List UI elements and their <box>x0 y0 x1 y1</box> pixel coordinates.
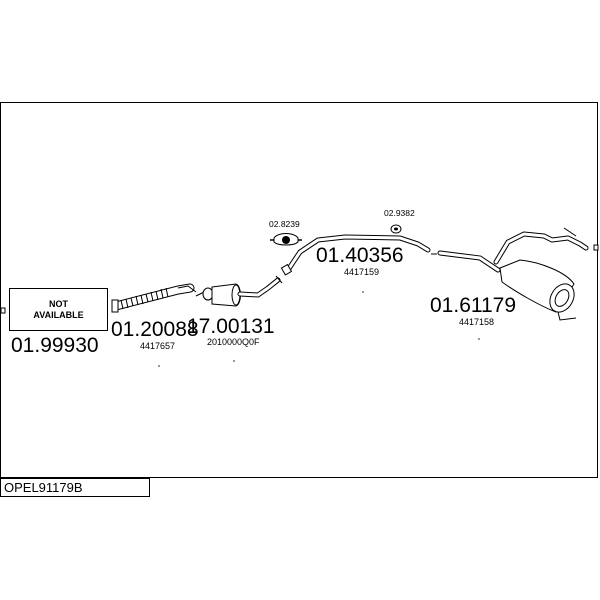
oem-number-rear-silencer: 4417158 <box>459 317 495 327</box>
rubber-mount-drawing[interactable] <box>390 224 402 234</box>
not-available-box: NOT AVAILABLE <box>9 288 108 331</box>
oem-number-catalyst: 2010000Q0F <box>207 337 260 347</box>
center-pipe-drawing[interactable] <box>280 234 431 276</box>
not-available-line2: AVAILABLE <box>33 309 84 320</box>
part-number-not-available[interactable]: 01.99930 <box>11 334 99 357</box>
part-number-catalyst[interactable]: 17.00131 <box>187 315 275 338</box>
diagram-code: OPEL91179B <box>4 480 83 495</box>
oem-number-flexpipe: 4417657 <box>140 341 176 351</box>
clamp-drawing[interactable] <box>270 233 302 246</box>
catalyst-drawing[interactable] <box>195 275 283 307</box>
rear-silencer-drawing[interactable] <box>431 227 589 321</box>
not-available-line1: NOT <box>49 298 68 309</box>
part-number-rubber-mount[interactable]: 02.9382 <box>384 208 415 218</box>
part-number-clamp[interactable]: 02.8239 <box>269 219 300 229</box>
part-number-rear-silencer[interactable]: 01.61179 <box>430 294 517 317</box>
diagram-code-box: OPEL91179B <box>0 478 150 497</box>
diagram-frame <box>0 102 598 478</box>
part-number-flexpipe[interactable]: 01.20088 <box>111 318 199 341</box>
oem-number-center-pipe: 4417159 <box>344 267 380 277</box>
flexpipe-drawing[interactable] <box>111 283 197 313</box>
right-edge-marker <box>593 244 599 251</box>
left-edge-marker <box>0 307 6 314</box>
part-number-center-pipe[interactable]: 01.40356 <box>316 244 404 267</box>
